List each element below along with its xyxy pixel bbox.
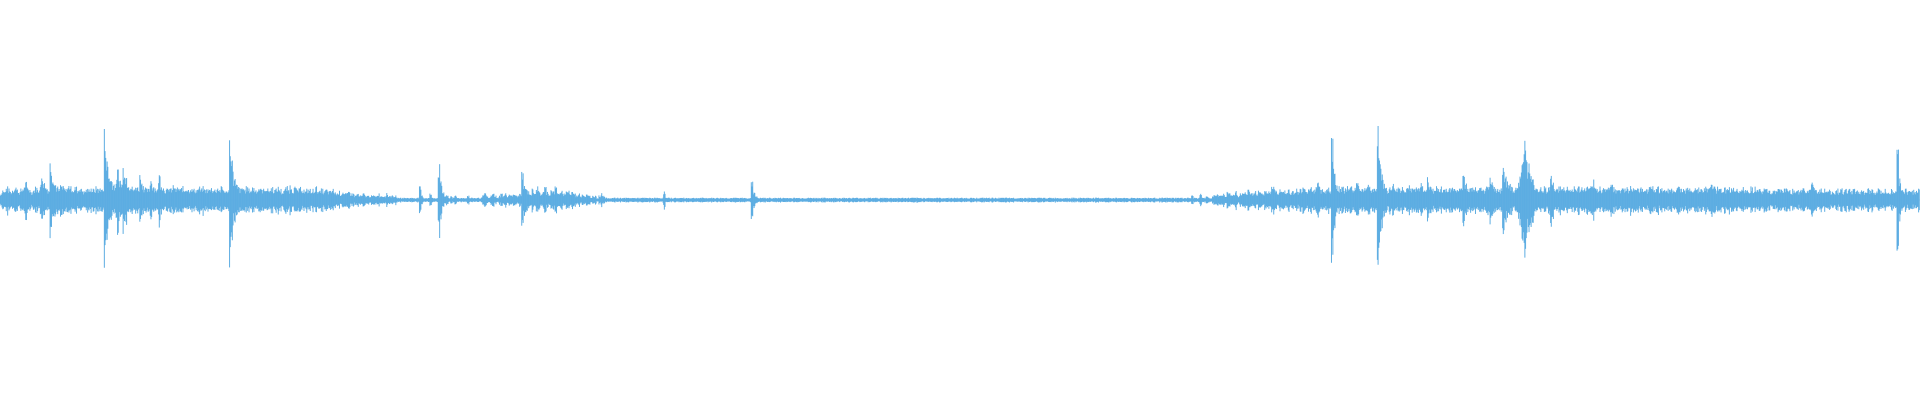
waveform-peaks [0,125,1920,268]
